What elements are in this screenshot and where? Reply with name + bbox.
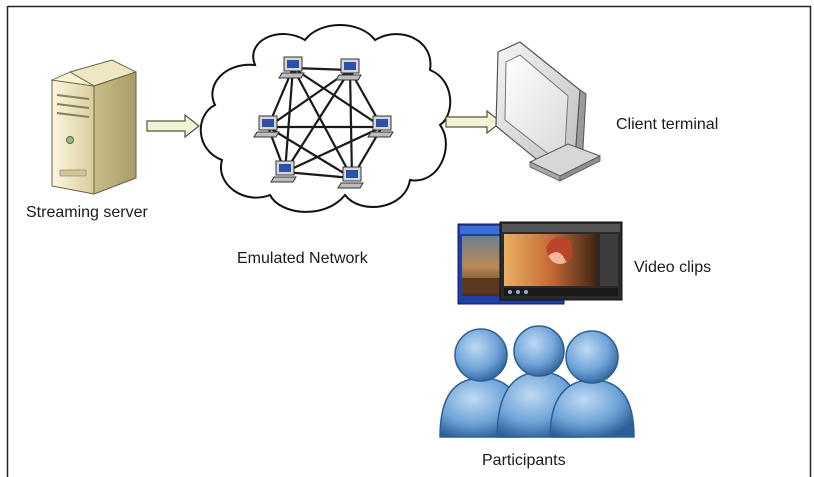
network-link [284, 170, 353, 180]
network-link [284, 69, 351, 173]
label-client-terminal: Client terminal [616, 116, 719, 133]
label-video-clips: Video clips [634, 259, 712, 276]
network-node-computer-icon [335, 58, 362, 81]
network-link [348, 69, 354, 179]
network-node-computer-icon [367, 115, 394, 138]
arrow-network-to-client [445, 109, 502, 135]
arrow-server-to-network [146, 113, 200, 139]
network-node-computer-icon [270, 160, 297, 183]
network-node-computer-icon [278, 56, 305, 79]
label-emulated-network: Emulated Network [237, 250, 368, 267]
label-participants: Participants [482, 452, 566, 469]
cloud-network-icon [199, 24, 452, 213]
video-player-icon [457, 221, 623, 305]
network-link [292, 67, 353, 179]
network-link [267, 126, 353, 179]
network-link [292, 67, 383, 128]
server-tower-icon [50, 59, 138, 195]
label-streaming-server: Streaming server [26, 204, 148, 221]
network-link [284, 126, 383, 173]
figure-frame [6, 5, 812, 477]
network-nodes [253, 56, 394, 189]
network-node-computer-icon [253, 115, 280, 138]
person-right [549, 330, 635, 438]
monitor-icon [495, 41, 602, 182]
people-group-icon [439, 325, 635, 438]
network-link [283, 67, 295, 173]
network-node-computer-icon [337, 166, 364, 189]
